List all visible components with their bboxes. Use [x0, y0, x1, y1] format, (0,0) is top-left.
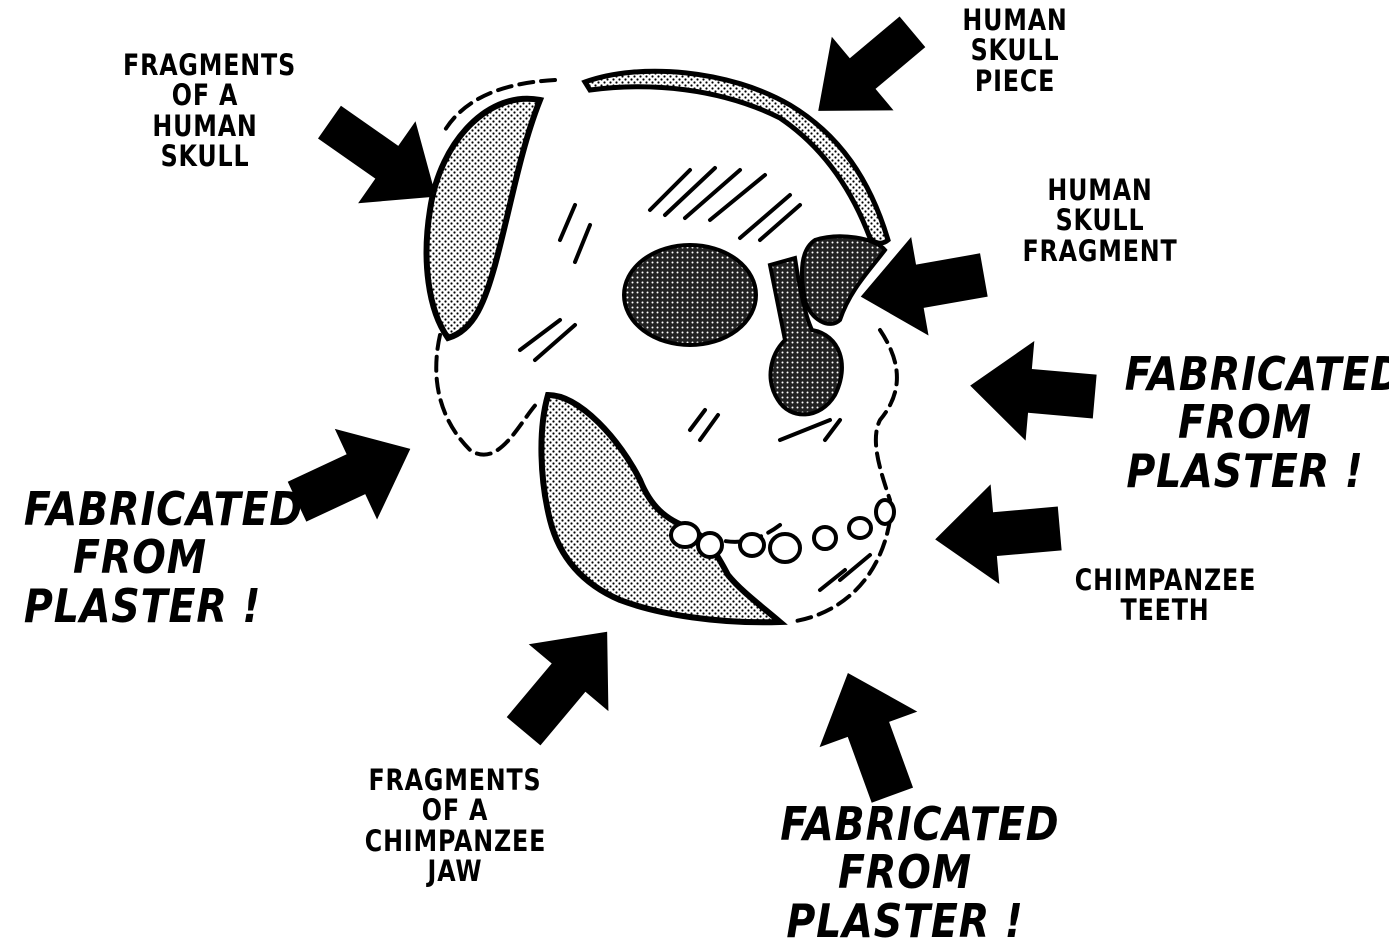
- label-line: FABRICATED: [24, 485, 256, 533]
- label-fragments-chimpanzee-jaw: FRAGMENTS OF A CHIMPANZEE JAW: [365, 765, 545, 887]
- label-fabricated-right: FABRICATED FROM PLASTER !: [1125, 350, 1366, 495]
- label-line: FRAGMENTS: [365, 765, 545, 795]
- human-skull-fragment-left: [427, 99, 540, 338]
- label-line: CHIMPANZEE: [365, 826, 545, 856]
- label-line: FABRICATED: [780, 800, 1029, 848]
- label-line: TEETH: [1075, 595, 1255, 625]
- label-line: CHIMPANZEE: [1075, 565, 1255, 595]
- label-human-skull-fragment: HUMAN SKULL FRAGMENT: [1018, 175, 1182, 266]
- label-line: HUMAN: [1018, 175, 1182, 205]
- label-line: PLASTER !: [780, 897, 1029, 945]
- label-fragments-human-skull: FRAGMENTS OF A HUMAN SKULL: [123, 50, 287, 172]
- label-line: FROM: [24, 533, 256, 581]
- label-chimpanzee-teeth: CHIMPANZEE TEETH: [1075, 565, 1255, 626]
- label-line: OF A: [123, 80, 287, 110]
- label-line: PLASTER !: [1125, 447, 1366, 495]
- label-line: SKULL: [945, 35, 1084, 65]
- human-skull-fragment-right: [802, 236, 885, 324]
- label-line: OF A: [365, 795, 545, 825]
- arrow-fragments-chimpanzee-jaw: [484, 598, 647, 764]
- label-line: FRAGMENT: [1018, 236, 1182, 266]
- chimpanzee-teeth: [671, 500, 894, 562]
- label-line: PLASTER !: [24, 582, 256, 630]
- label-fabricated-bottom: FABRICATED FROM PLASTER !: [780, 800, 1029, 945]
- label-line: JAW: [365, 856, 545, 886]
- arrow-fabricated-bottom: [799, 655, 941, 813]
- eye-socket: [624, 245, 756, 345]
- arrow-fabricated-right: [966, 336, 1099, 447]
- label-line: PIECE: [945, 66, 1084, 96]
- label-line: HUMAN: [123, 111, 287, 141]
- label-line: HUMAN: [945, 5, 1084, 35]
- label-line: SKULL: [1018, 205, 1182, 235]
- label-line: SKULL: [123, 141, 287, 171]
- arrow-chimpanzee-teeth: [931, 479, 1064, 590]
- chimpanzee-jaw: [541, 395, 780, 622]
- label-line: FROM: [780, 848, 1029, 896]
- label-line: FROM: [1125, 398, 1366, 446]
- label-fabricated-left: FABRICATED FROM PLASTER !: [24, 485, 256, 630]
- label-line: FRAGMENTS: [123, 50, 287, 80]
- label-line: FABRICATED: [1125, 350, 1366, 398]
- label-human-skull-piece: HUMAN SKULL PIECE: [945, 5, 1084, 96]
